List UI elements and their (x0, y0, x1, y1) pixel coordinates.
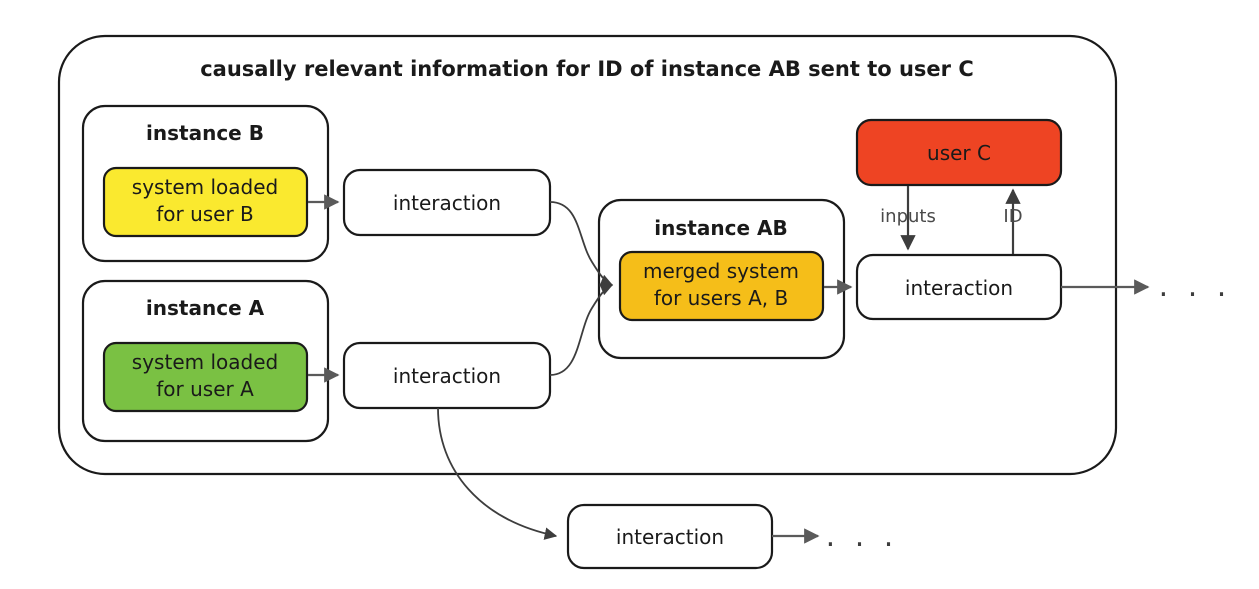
edge-label-id: ID (1003, 206, 1022, 227)
interaction-right-label: interaction (905, 276, 1013, 300)
system-loaded-user-b-line2: for user B (156, 202, 254, 226)
merged-system-box (618, 250, 825, 322)
instance-ab-container (597, 198, 846, 360)
edge-label-inputs: inputs (880, 206, 936, 227)
system-loaded-user-b-line1: system loaded (132, 175, 278, 199)
instance-b-label: instance B (146, 121, 264, 145)
instance-ab-label: instance AB (654, 216, 787, 240)
connector-interaction-bottom-to-outside (437, 407, 558, 540)
connector-interaction-top-to-merged (549, 201, 614, 287)
diagram-title: causally relevant information for ID of … (200, 57, 974, 81)
system-loaded-user-a-line2: for user A (156, 377, 254, 401)
user-c-label: user C (927, 141, 991, 165)
instance-b-container (81, 104, 330, 263)
merged-system-line2: for users A, B (654, 286, 788, 310)
interaction-top-label: interaction (393, 191, 501, 215)
interaction-outside-label: interaction (616, 525, 724, 549)
interaction-bottom-label: interaction (393, 364, 501, 388)
ellipsis-bottom: . . . (826, 519, 899, 554)
system-loaded-user-a-line1: system loaded (132, 350, 278, 374)
ellipsis-right: . . . (1159, 269, 1232, 304)
instance-a-label: instance A (146, 296, 265, 320)
system-loaded-user-b-box (102, 166, 309, 238)
system-loaded-user-a-box (102, 341, 309, 413)
instance-a-container (81, 279, 330, 443)
user-c-box (855, 118, 1063, 187)
connector-interaction-bottom-to-merged (549, 283, 614, 376)
causally-relevant-container (57, 34, 1118, 476)
merged-system-line1: merged system (643, 259, 799, 283)
